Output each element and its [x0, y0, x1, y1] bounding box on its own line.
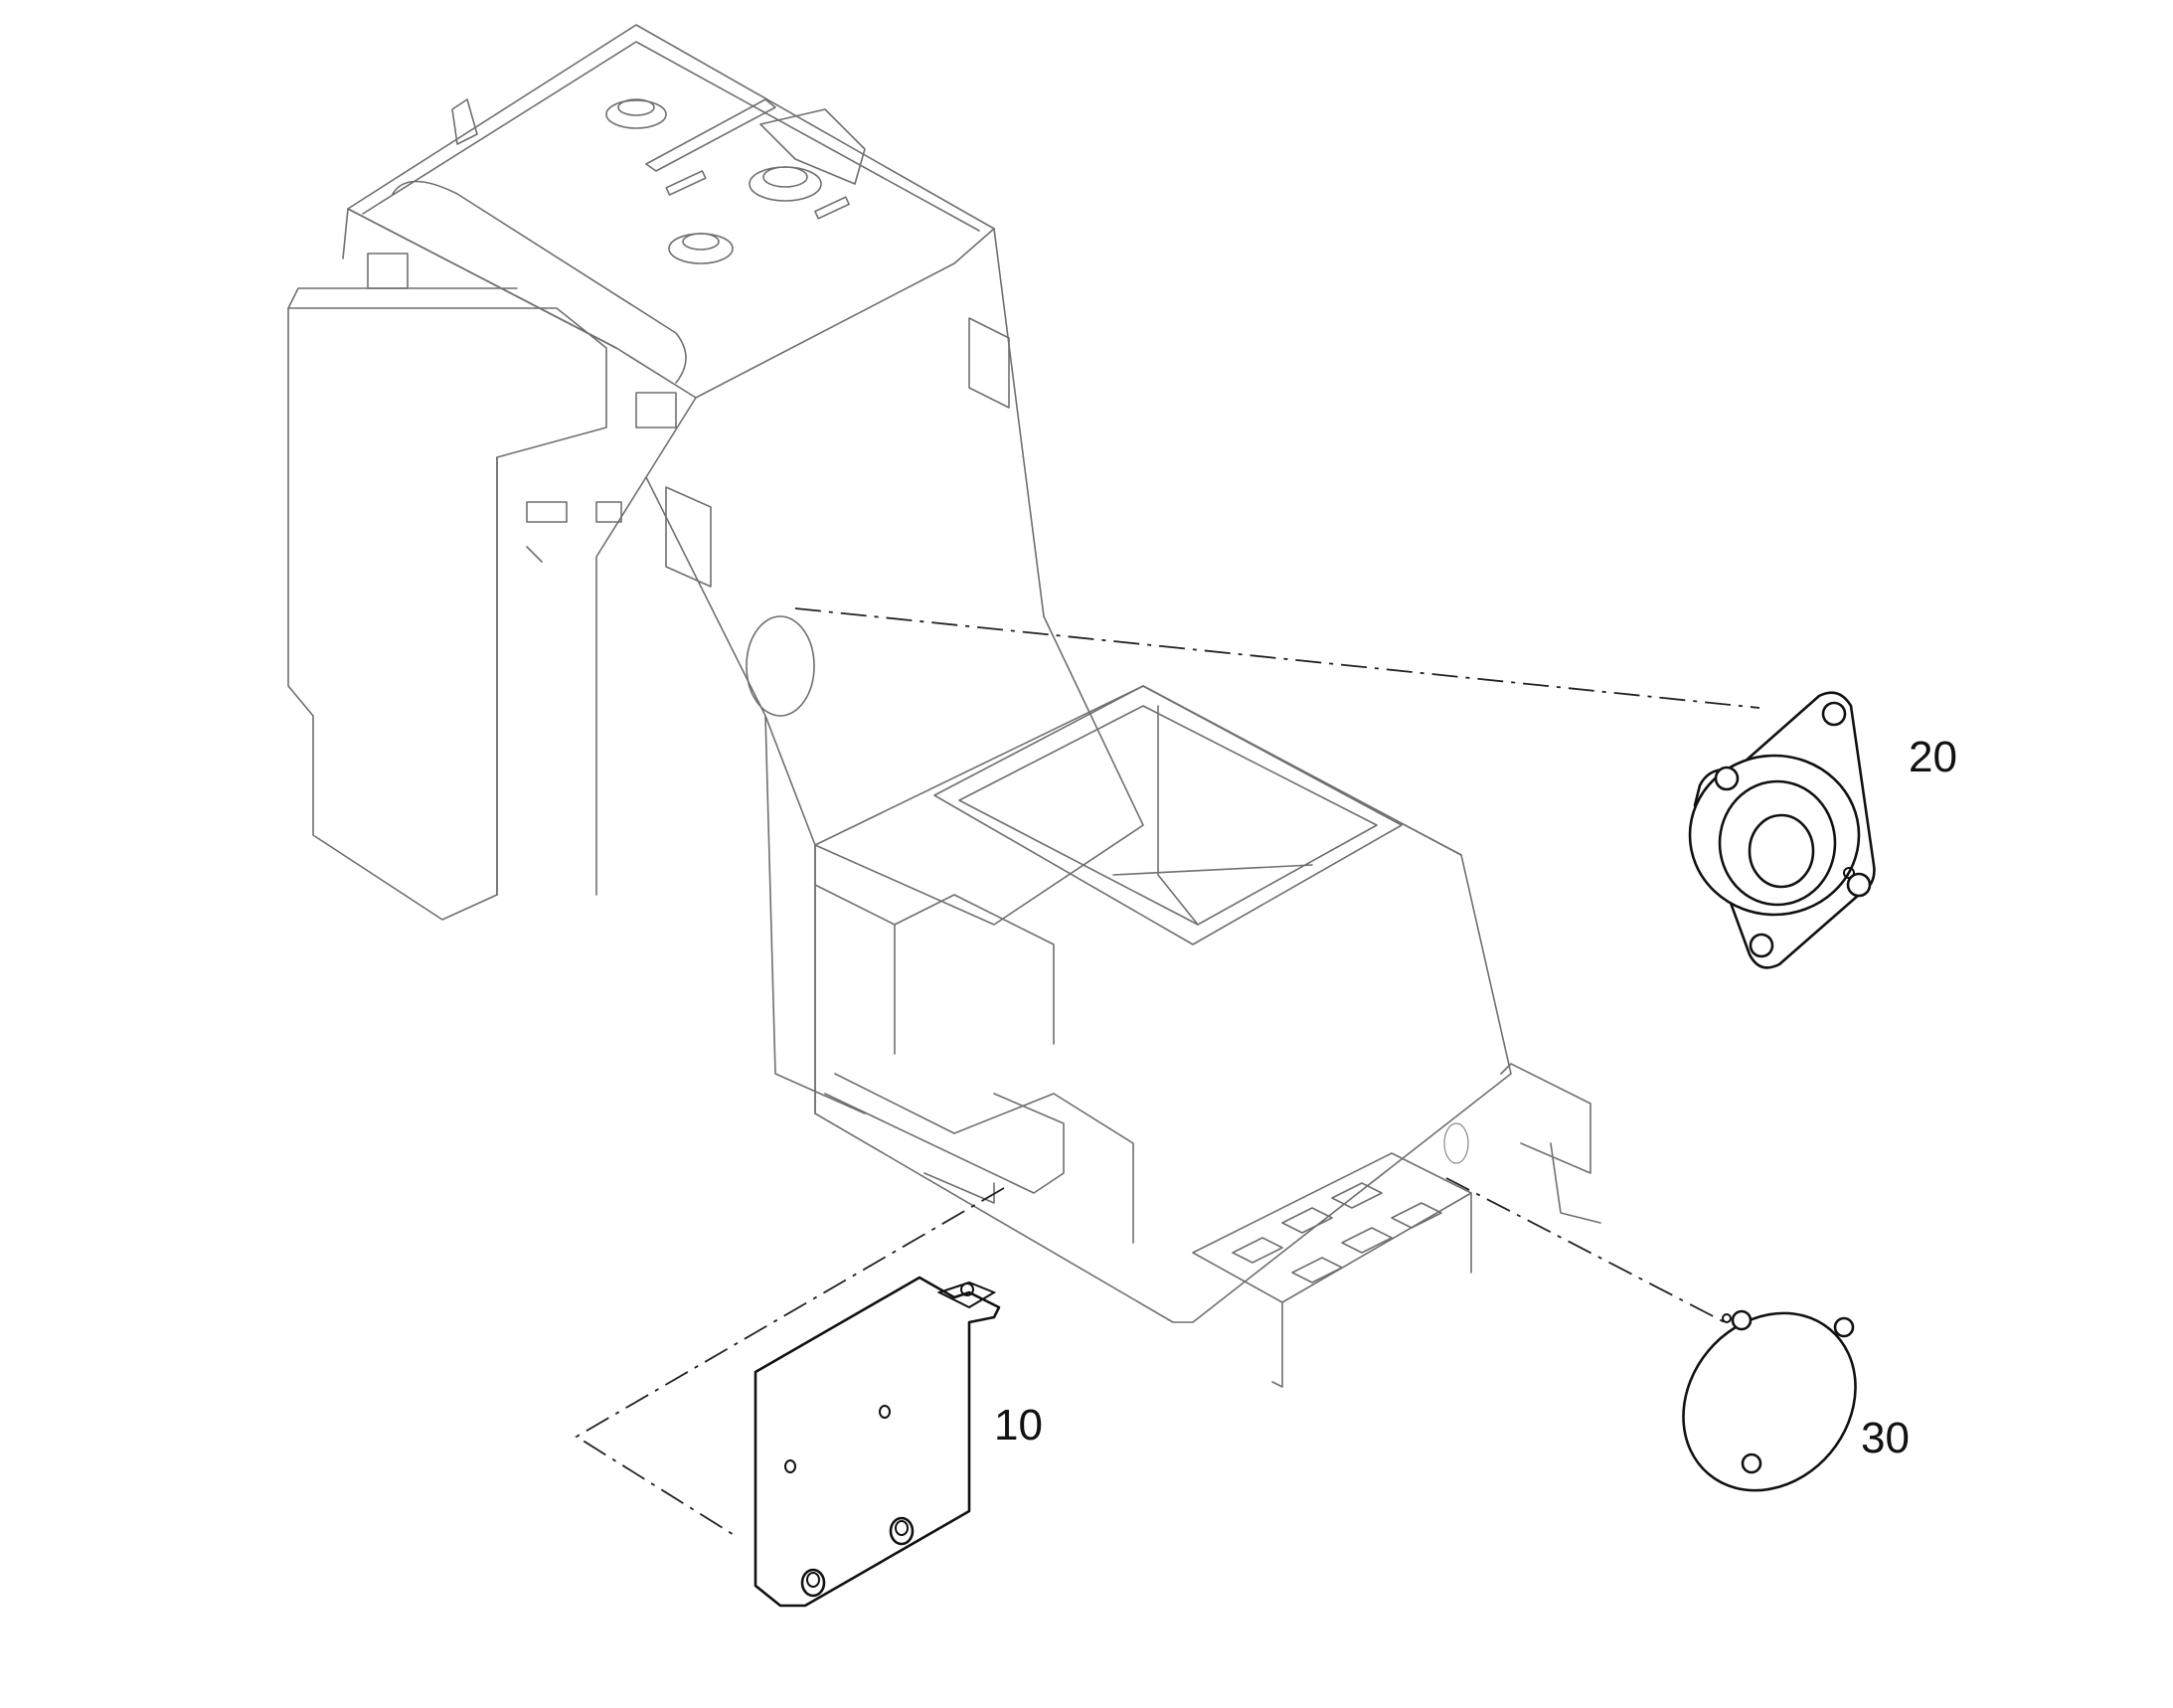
callout-label-10: 10 — [994, 1401, 1043, 1450]
callout-label-20: 20 — [1909, 733, 1957, 781]
operator-console-housing-icon — [287, 24, 1601, 1388]
flanged-bearing-cover-icon[interactable] — [1688, 691, 1876, 969]
round-cover-plate-icon[interactable] — [1648, 1279, 1892, 1525]
callout-label-30: 30 — [1861, 1414, 1910, 1462]
cover-plate-icon[interactable] — [753, 1276, 1001, 1608]
leader-lines — [575, 607, 1760, 1537]
